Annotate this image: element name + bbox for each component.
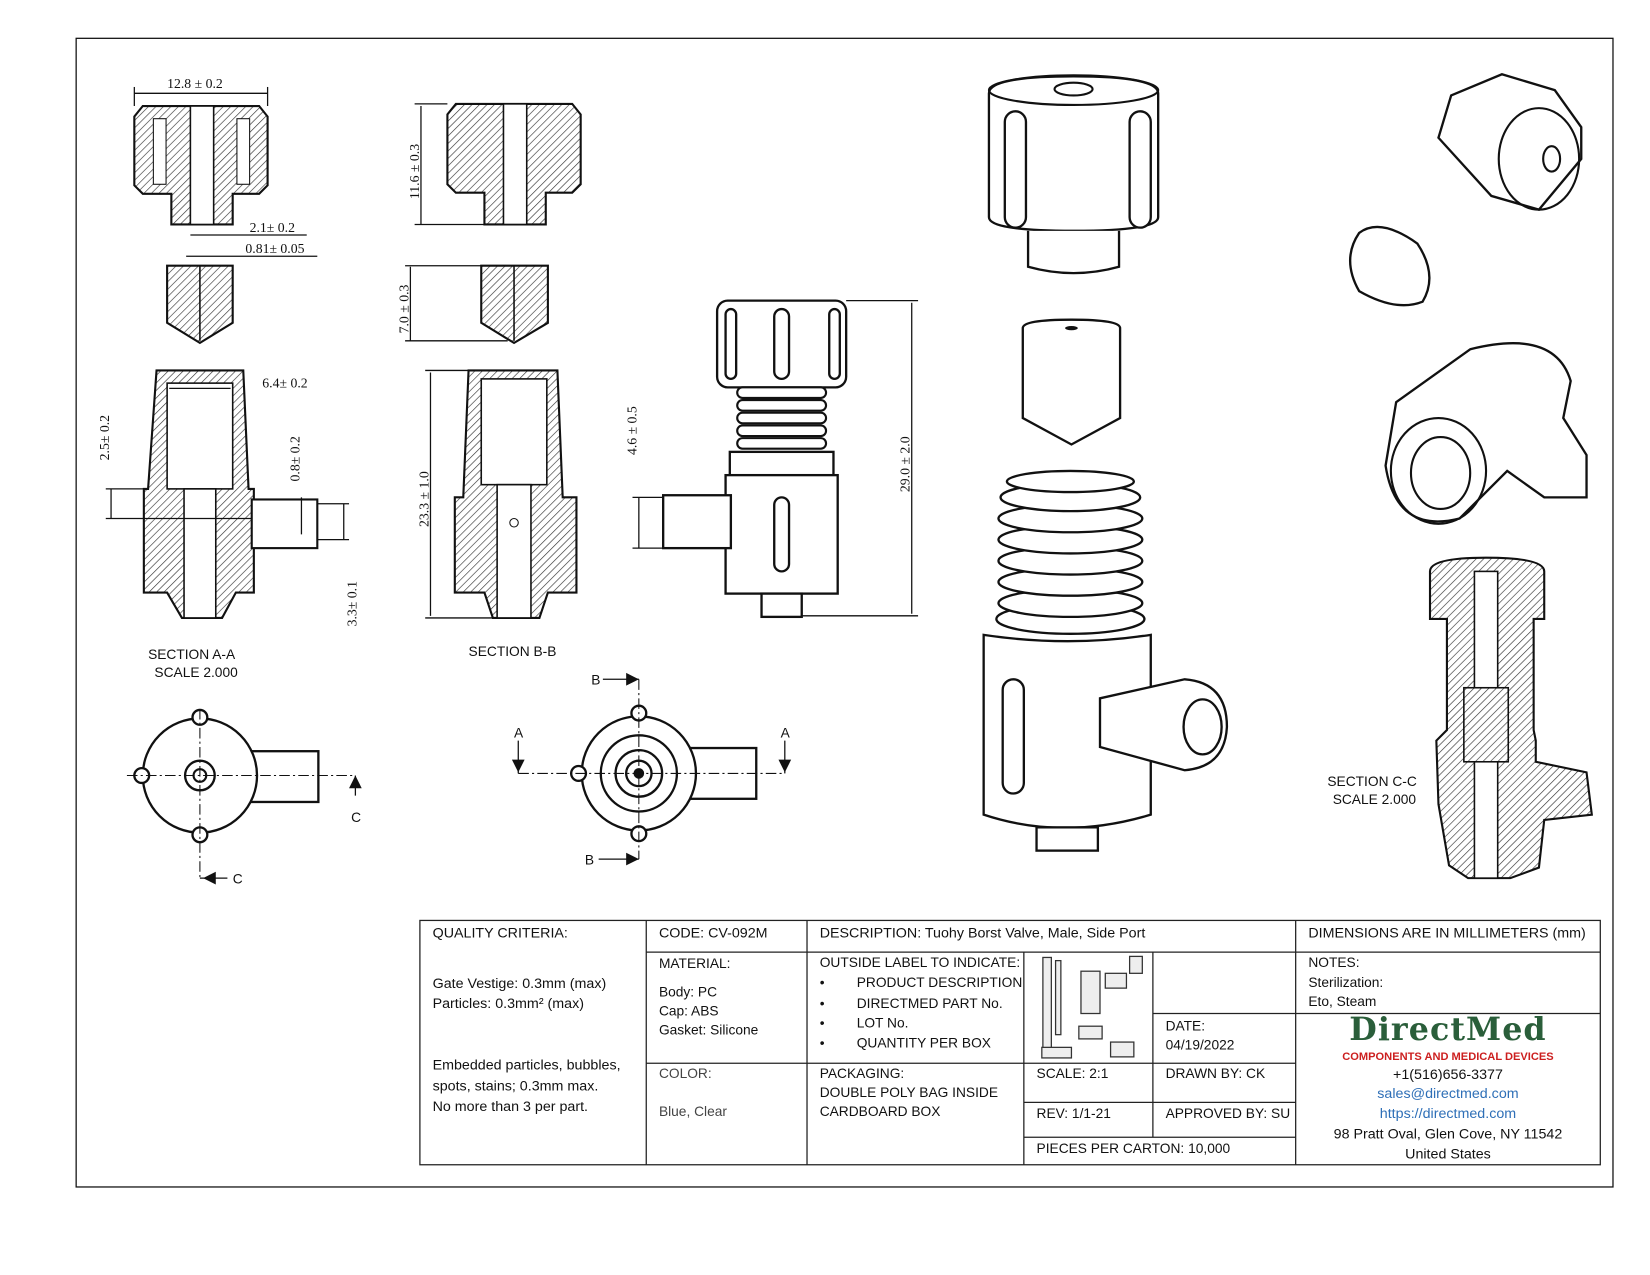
product-thumbnail [1041,955,1143,1059]
dim-body-bore: 6.4± 0.2 [262,375,307,390]
label-item: DIRECTMED PART No. [857,996,1003,1011]
code: CODE: CV-092M [659,925,768,941]
units-note: DIMENSIONS ARE IN MILLIMETERS (mm) [1308,925,1585,941]
dim-body-height: 23.3 ± 1.0 [416,471,431,527]
date-label: DATE: [1166,1018,1205,1033]
company-address: 98 Pratt Oval, Glen Cove, NY 11542 [1334,1126,1563,1142]
dim-port-33: 3.3± 0.1 [344,581,359,626]
material-gasket: Gasket: Silicone [659,1023,759,1038]
color-value: Blue, Clear [659,1104,727,1119]
section-a-mark-right: A [781,725,791,740]
material-heading: MATERIAL: [659,956,731,971]
date-value: 04/19/2022 [1166,1037,1235,1052]
company-email-link[interactable]: sales@directmed.com [1377,1086,1518,1102]
dim-depth-25: 2.5± 0.2 [97,415,112,460]
bullet-icon: • [820,1035,825,1050]
dim-bore-2: 2.1± 0.2 [250,220,295,235]
quality-embedded-3: No more than 3 per part. [433,1099,588,1115]
revision: REV: 1/1-21 [1037,1106,1111,1121]
section-c-mark-2: C [233,871,243,886]
section-bb-label: SECTION B-B [469,644,557,659]
bullet-icon: • [820,975,825,990]
sheet-border [75,37,1614,1188]
dim-cap-height: 11.6 ± 0.3 [407,144,422,199]
company-phone: +1(516)656-3377 [1393,1067,1503,1083]
section-cc-label: SECTION C-C [1327,774,1416,789]
description: DESCRIPTION: Tuohy Borst Valve, Male, Si… [820,925,1146,941]
bullet-icon: • [820,1015,825,1030]
title-block [419,919,1601,1166]
notes-methods: Eto, Steam [1308,994,1376,1009]
company-website-link[interactable]: https://directmed.com [1380,1106,1516,1122]
exploded-view [982,73,1588,852]
section-b-mark-bottom: B [585,852,594,867]
dim-cap-width: 12.8 ± 0.2 [167,76,223,91]
section-aa-cap: 12.8 ± 0.2 2.1± 0.2 0.81± 0.05 [133,76,318,257]
side-elevation: 4.6 ± 0.5 29.0 ± 2.0 [625,299,919,619]
section-c-mark: C [351,810,361,825]
material-cap: Cap: ABS [659,1004,719,1019]
dim-gasket-height: 7.0 ± 0.3 [396,284,411,333]
bullet-icon: • [820,996,825,1011]
label-item: LOT No. [857,1015,909,1030]
approved-by: APPROVED BY: SU [1166,1106,1291,1121]
section-bb-body: 23.3 ± 1.0 SECTION B-B [416,369,578,659]
label-item: QUANTITY PER BOX [857,1035,991,1050]
packaging-line-1: DOUBLE POLY BAG INSIDE [820,1085,998,1100]
scale: SCALE: 2:1 [1037,1066,1109,1081]
drawn-by: DRAWN BY: CK [1166,1066,1266,1081]
section-a-mark-left: A [514,725,524,740]
packaging-line-2: CARDBOARD BOX [820,1104,941,1119]
bottom-view-ab: A A B B [511,673,792,867]
section-aa-label: SECTION A-A [148,647,236,662]
bottom-view-c: C C [126,708,362,886]
color-heading: COLOR: [659,1066,712,1081]
section-aa-gasket [166,264,234,345]
quality-embedded-1: Embedded particles, bubbles, [433,1058,621,1074]
section-cc: SECTION C-C SCALE 2.000 [1327,556,1594,880]
dim-side-46: 4.6 ± 0.5 [625,406,640,455]
section-aa-body: 6.4± 0.2 2.5± 0.2 0.8± 0.2 3.3± 0.1 SECT… [97,369,359,680]
dim-overall: 29.0 ± 2.0 [898,436,913,492]
section-cc-scale: SCALE 2.000 [1333,792,1417,807]
title-block-text: QUALITY CRITERIA: Gate Vestige: 0.3mm (m… [433,925,1586,1162]
quality-heading: QUALITY CRITERIA: [433,925,568,941]
section-bb-cap: 11.6 ± 0.3 [407,102,582,226]
pieces-per-carton: PIECES PER CARTON: 10,000 [1037,1141,1231,1156]
section-bb-gasket: 7.0 ± 0.3 [396,264,549,345]
label-heading: OUTSIDE LABEL TO INDICATE: [820,955,1020,970]
notes-sterilization: Sterilization: [1308,975,1383,990]
section-aa-scale: SCALE 2.000 [154,665,238,680]
quality-embedded-2: spots, stains; 0.3mm max. [433,1079,599,1095]
company-tagline: COMPONENTS AND MEDICAL DEVICES [1342,1051,1553,1063]
section-b-mark-top: B [591,673,600,688]
notes-heading: NOTES: [1308,955,1359,970]
quality-particles: Particles: 0.3mm² (max) [433,996,584,1012]
dim-port-08: 0.8± 0.2 [287,436,302,481]
directmed-logo: DirectMed [1349,1011,1546,1048]
packaging-heading: PACKAGING: [820,1066,905,1081]
label-item: PRODUCT DESCRIPTION [857,975,1023,990]
material-body: Body: PC [659,985,717,1000]
quality-gate-vestige: Gate Vestige: 0.3mm (max) [433,976,607,992]
company-country: United States [1405,1146,1491,1162]
dim-bore-081: 0.81± 0.05 [245,241,304,256]
